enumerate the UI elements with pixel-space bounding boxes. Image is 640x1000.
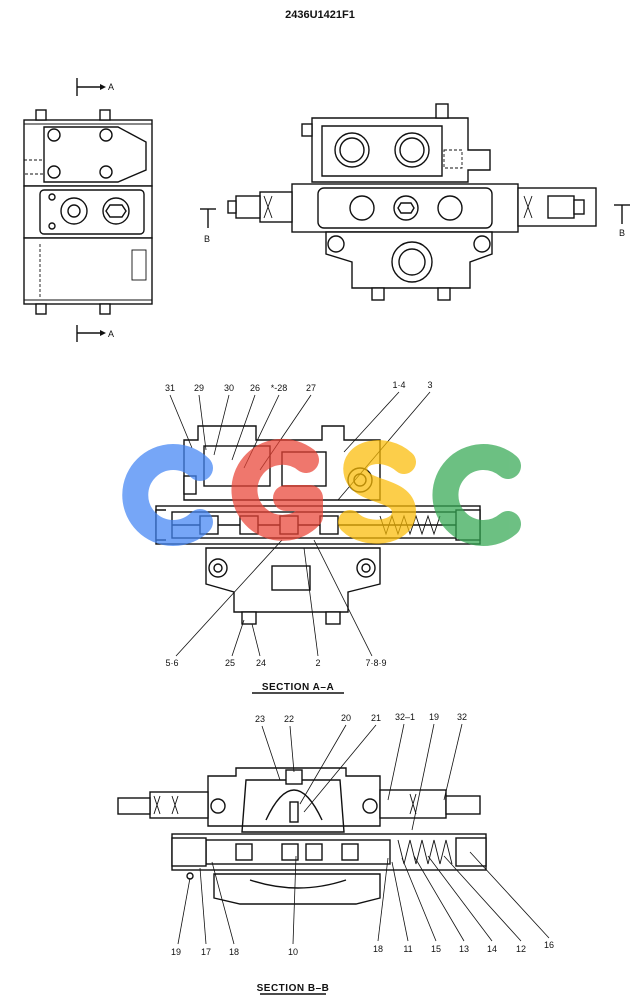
section-bb: 23 22 20 21 32–1 19 32 19 17 18 10 18 11… (117, 712, 554, 995)
callout-10: 10 (288, 947, 298, 957)
callout-28: *-28 (271, 383, 288, 393)
callout-26: 26 (250, 383, 260, 393)
callout-3: 3 (427, 380, 432, 390)
callout-23: 23 (255, 714, 265, 724)
watermark-letter-c1 (122, 444, 213, 546)
callout-30: 30 (224, 383, 234, 393)
callout-20: 20 (341, 713, 351, 723)
callout-5-6: 5·6 (165, 658, 178, 668)
callout-21: 21 (371, 713, 381, 723)
callout-29: 29 (194, 383, 204, 393)
section-marker-a-bottom: A (108, 329, 114, 339)
callout-32: 32 (457, 712, 467, 722)
section-aa: 31 29 30 26 *-28 27 1·4 3 5·6 25 24 2 7·… (155, 380, 481, 694)
callout-2: 2 (315, 658, 320, 668)
callout-22: 22 (284, 714, 294, 724)
callout-27: 27 (306, 383, 316, 393)
section-aa-caption: SECTION A–A (262, 682, 334, 693)
section-bb-caption: SECTION B–B (257, 983, 330, 994)
callout-7-8-9: 7·8·9 (365, 658, 386, 668)
callout-18-left: 18 (229, 947, 239, 957)
callout-18-right: 18 (373, 944, 383, 954)
callout-31: 31 (165, 383, 175, 393)
watermark-letter-s (338, 440, 417, 544)
callout-14: 14 (487, 944, 497, 954)
top-view: B B (200, 103, 630, 301)
section-marker-a-top: A (108, 82, 114, 92)
callout-13: 13 (459, 944, 469, 954)
drawing-number: 2436U1421F1 (285, 9, 355, 21)
callout-12: 12 (516, 944, 526, 954)
callout-1-4: 1·4 (392, 380, 405, 390)
callout-16: 16 (544, 940, 554, 950)
callout-25: 25 (225, 658, 235, 668)
callout-32-1: 32–1 (395, 712, 415, 722)
front-view: A A (23, 78, 153, 342)
callout-11: 11 (403, 944, 412, 954)
section-marker-b-left: B (204, 234, 210, 244)
callout-15: 15 (431, 944, 441, 954)
callout-19-top: 19 (429, 712, 439, 722)
callout-24: 24 (256, 658, 266, 668)
callout-17: 17 (201, 947, 211, 957)
watermark-letter-c2 (432, 444, 521, 546)
callout-19-bottom: 19 (171, 947, 181, 957)
cgsc-watermark (122, 438, 521, 546)
watermark-letter-g (231, 438, 323, 541)
section-marker-b-right: B (619, 228, 625, 238)
